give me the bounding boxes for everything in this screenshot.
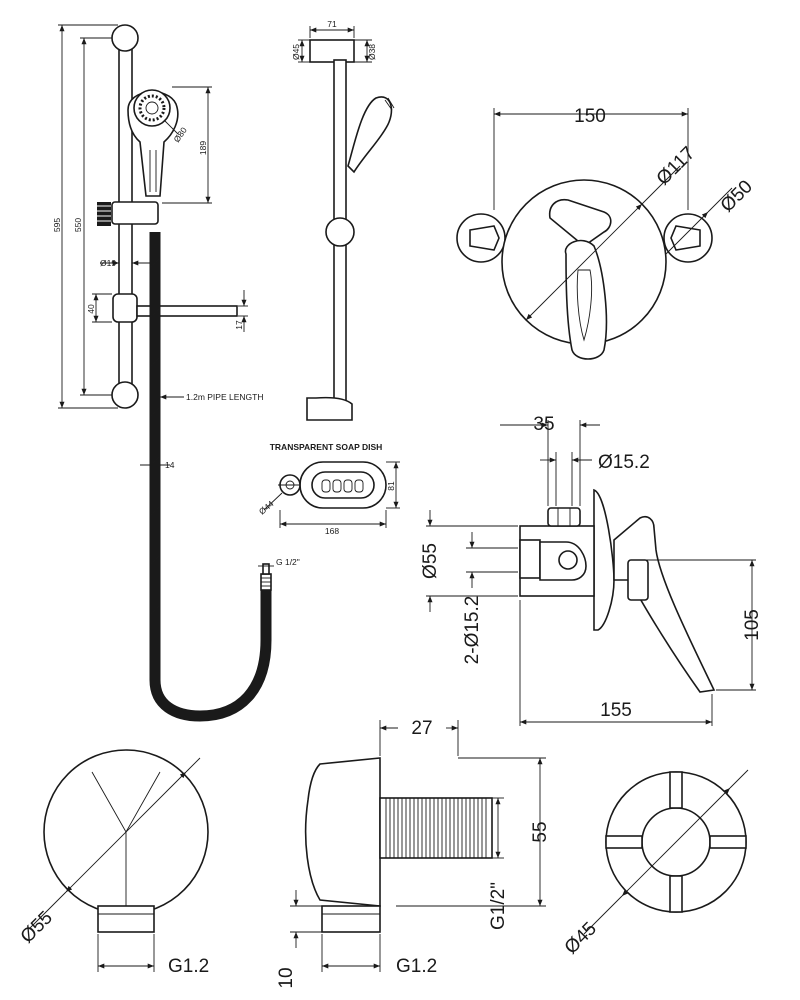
dim-side-thread: G1.2 — [396, 956, 437, 977]
dim-35: 35 — [533, 414, 554, 435]
dim-595: 595 — [52, 218, 62, 232]
top-bracket — [111, 24, 139, 52]
dim-inlet-dia: 2-Ø15.2 — [462, 596, 483, 665]
soap-dish-title: TRANSPARENT SOAP DISH — [270, 442, 383, 452]
dim-rail-dia: Ø19 — [100, 258, 116, 268]
dim-back-dia: Ø45 — [561, 918, 601, 958]
dim-27: 27 — [411, 718, 432, 739]
pipe-length-label: 1.2m PIPE LENGTH — [186, 392, 263, 402]
dim-150: 150 — [574, 106, 606, 127]
dish-slider — [112, 293, 138, 323]
dim-front-thread: G1.2 — [168, 956, 209, 977]
dim-17: 17 — [234, 320, 244, 330]
dim-550: 550 — [73, 218, 83, 232]
lever-side — [613, 515, 716, 693]
top-wall-bracket — [309, 39, 355, 63]
hose — [151, 232, 270, 721]
front-inlet — [519, 539, 541, 579]
bottom-wall-bracket — [306, 396, 353, 421]
dim-rail-side-dia: Ø38 — [367, 44, 377, 60]
soap-dish-arm — [136, 305, 238, 317]
dim-105: 105 — [742, 609, 763, 641]
side-wall-plate — [593, 488, 615, 631]
valve-side: 35 Ø15.2 Ø55 2-Ø15.2 105 155 — [420, 414, 763, 726]
outlet-back: Ø45 — [561, 769, 749, 959]
dim-81: 81 — [386, 481, 396, 491]
slider-side — [325, 217, 355, 247]
outlet-side-body — [304, 757, 381, 907]
dim-bracket-dia: Ø45 — [291, 44, 301, 60]
dim-155: 155 — [600, 700, 632, 721]
dim-body-dia: Ø55 — [420, 543, 441, 579]
hose-outline — [149, 232, 272, 722]
slider-knob — [97, 202, 111, 226]
outlet-front: Ø55 G1.2 — [17, 749, 209, 977]
bottom-bracket — [111, 381, 139, 409]
dim-10: 10 — [276, 967, 297, 988]
outlet-front-thread — [97, 905, 155, 933]
soap-dish-tray — [311, 471, 375, 499]
outlet-side-thread — [379, 797, 493, 859]
dim-hose-dia: 14 — [165, 460, 175, 470]
slider-holder — [111, 201, 159, 225]
dim-front-dia: Ø55 — [17, 907, 57, 947]
dim-40: 40 — [86, 304, 96, 314]
dim-189: 189 — [198, 141, 208, 155]
outlet-side-bottom-thread — [321, 905, 381, 933]
handset-side — [347, 96, 393, 174]
dim-71: 71 — [327, 19, 337, 29]
hose-thread-label: G 1/2" — [276, 557, 300, 567]
outlet-side: 27 55 G1/2" 10 G1.2 — [276, 718, 551, 989]
valve-front: 150 Ø117 Ø50 — [456, 100, 764, 365]
rail-kit-front: 595 550 189 Ø80 Ø19 40 17 1.2m PIPE LENG… — [52, 24, 300, 722]
top-inlet — [547, 507, 581, 527]
dim-168: 168 — [325, 526, 339, 536]
rail-kit-side: 71 Ø45 Ø38 — [291, 19, 395, 421]
dim-side-thread-vertical: G1/2" — [488, 882, 509, 930]
soap-dish: TRANSPARENT SOAP DISH 81 168 Ø44 — [257, 442, 400, 536]
dim-side-55: 55 — [530, 821, 551, 842]
dim-pipe-dia: Ø15.2 — [598, 452, 650, 473]
